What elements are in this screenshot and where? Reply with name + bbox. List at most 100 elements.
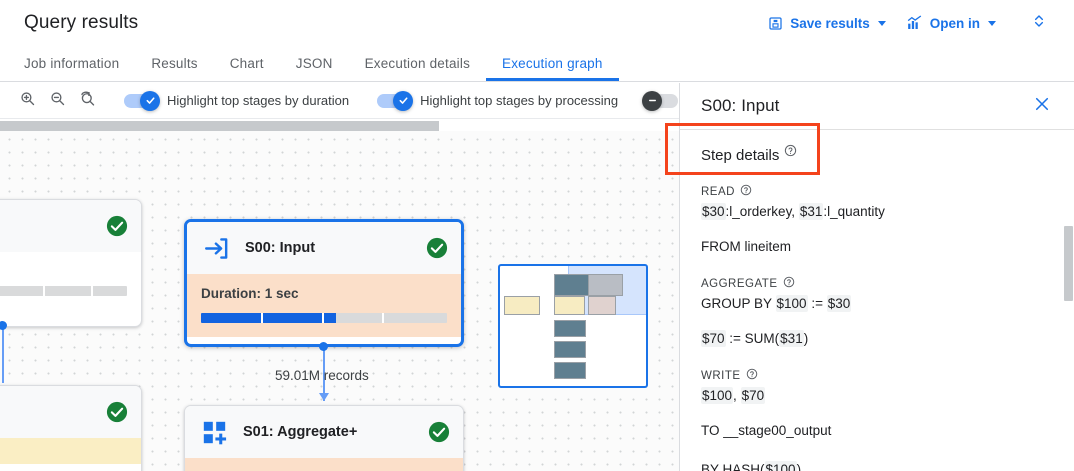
node-body	[0, 438, 141, 464]
detail-value-group-by: GROUP BY $100 := $30	[701, 295, 852, 312]
zoom-out-button[interactable]	[44, 88, 70, 114]
detail-label-read: READ	[701, 184, 1052, 199]
toggle-switch-processing[interactable]	[377, 90, 414, 111]
graph-minimap[interactable]	[498, 264, 648, 388]
graph-node-s01-aggregate[interactable]: S01: Aggregate+ Duration: 2 sec	[184, 405, 464, 471]
graph-node-partial-top-left[interactable]	[0, 199, 142, 327]
node-body: Duration: 2 sec	[185, 458, 463, 471]
graph-node-anchor-s00-output	[319, 342, 328, 351]
tab-results[interactable]: Results	[151, 56, 198, 71]
input-arrow-icon	[201, 233, 231, 263]
panel-divider	[680, 129, 1074, 130]
step-details-panel: S00: Input Step details	[679, 83, 1074, 471]
panel-header: S00: Input	[680, 83, 1074, 129]
zoom-out-icon	[49, 90, 66, 112]
close-button[interactable]	[1030, 94, 1054, 118]
graph-node-s00-input[interactable]: S00: Input Duration: 1 sec	[184, 219, 464, 347]
minimap-node	[588, 296, 616, 315]
graph-canvas[interactable]: S00: Input Duration: 1 sec	[0, 131, 679, 471]
chevron-down-icon	[877, 20, 886, 26]
panel-title: S00: Input	[701, 96, 780, 115]
tab-bar: Job information Results Chart JSON Execu…	[0, 46, 1074, 82]
toggle-knob	[393, 90, 414, 111]
toggle-third-option[interactable]	[642, 90, 679, 111]
node-header	[0, 200, 141, 252]
help-circle-icon[interactable]	[784, 144, 797, 161]
header-actions: Save results Open in	[758, 6, 1060, 40]
save-results-label: Save results	[790, 15, 870, 31]
execution-graph-area: S00: Input Duration: 1 sec	[0, 118, 679, 471]
save-results-button[interactable]: Save results	[758, 10, 896, 37]
step-details-heading: Step details	[701, 144, 1052, 164]
open-in-button[interactable]: Open in	[896, 9, 1006, 37]
node-progress-fill	[201, 313, 337, 323]
minimap-node	[554, 362, 586, 379]
graph-edge-label-records: 59.01M records	[275, 368, 369, 383]
toggle-switch-duration[interactable]	[124, 90, 160, 111]
zoom-reset-button[interactable]	[74, 88, 100, 114]
help-circle-icon[interactable]	[740, 184, 752, 199]
aggregate-plus-icon	[199, 417, 229, 447]
toggle-highlight-by-duration[interactable]: Highlight top stages by duration	[124, 90, 350, 111]
detail-label-text: READ	[701, 185, 735, 198]
page-title: Query results	[24, 12, 139, 33]
toggle-switch-third[interactable]	[642, 90, 679, 111]
detail-value-sum: $70 := SUM($31)	[701, 330, 809, 347]
detail-label-text: WRITE	[701, 369, 741, 382]
step-details-label: Step details	[701, 147, 780, 164]
minimap-node	[554, 341, 586, 358]
page-header: Query results Save results	[0, 0, 1074, 46]
close-icon	[1033, 95, 1051, 118]
tab-execution-details[interactable]: Execution details	[364, 56, 471, 71]
panel-content: Step details READ	[680, 130, 1074, 471]
node-title: S00: Input	[245, 240, 316, 256]
zoom-in-button[interactable]	[14, 88, 40, 114]
detail-label-text: AGGREGATE	[701, 277, 778, 290]
unfold-more-icon	[1031, 12, 1047, 35]
detail-value-read: $30:l_orderkey, $31:l_quantity	[701, 203, 885, 220]
open-in-chart-icon	[906, 15, 923, 31]
help-circle-icon[interactable]	[746, 368, 758, 383]
toggle-label-duration: Highlight top stages by duration	[167, 93, 350, 108]
save-results-icon	[768, 16, 783, 31]
detail-value-from: FROM lineitem	[701, 239, 792, 254]
node-header: S01: Aggregate+	[185, 406, 463, 458]
node-duration-label: Duration: 1 sec	[201, 286, 299, 301]
node-progress-bar	[0, 286, 127, 296]
graph-toolbar: Highlight top stages by duration Highlig…	[0, 83, 679, 118]
node-status-success-icon	[106, 215, 128, 237]
detail-label-write: WRITE	[701, 368, 1052, 383]
graph-node-partial-bottom-left[interactable]	[0, 385, 142, 471]
toggle-knob	[140, 90, 160, 111]
panel-scrollbar[interactable]	[1062, 130, 1074, 471]
minimap-node	[504, 296, 540, 315]
node-status-success-icon	[428, 421, 450, 443]
zoom-in-icon	[19, 90, 36, 112]
help-circle-icon[interactable]	[783, 276, 795, 291]
graph-edge-arrowhead	[319, 393, 329, 401]
tab-execution-graph[interactable]: Execution graph	[486, 46, 619, 81]
node-status-success-icon	[426, 237, 448, 259]
detail-value-by-hash: BY HASH($100)	[701, 460, 1052, 471]
tab-job-information[interactable]: Job information	[24, 56, 120, 71]
toggle-highlight-by-processing[interactable]: Highlight top stages by processing	[377, 90, 619, 111]
graph-edge-left	[2, 325, 4, 383]
graph-horizontal-scrollbar-thumb[interactable]	[0, 121, 439, 131]
detail-label-aggregate: AGGREGATE	[701, 276, 1052, 291]
graph-horizontal-scrollbar[interactable]	[0, 118, 679, 131]
tab-chart[interactable]: Chart	[229, 56, 264, 71]
zoom-controls	[14, 88, 100, 114]
panel-scrollbar-thumb[interactable]	[1064, 226, 1073, 301]
detail-value-write: $100, $70	[701, 387, 766, 404]
node-header: S00: Input	[187, 222, 461, 274]
node-progress-bar	[201, 313, 447, 323]
chevron-down-icon	[988, 20, 996, 26]
node-header	[0, 386, 141, 438]
node-body: Duration: 1 sec	[187, 274, 461, 337]
open-in-label: Open in	[929, 15, 980, 31]
graph-node-anchor	[0, 321, 7, 330]
toggle-label-processing: Highlight top stages by processing	[420, 93, 619, 108]
expand-collapse-button[interactable]	[1022, 6, 1056, 40]
tab-json[interactable]: JSON	[295, 56, 333, 71]
